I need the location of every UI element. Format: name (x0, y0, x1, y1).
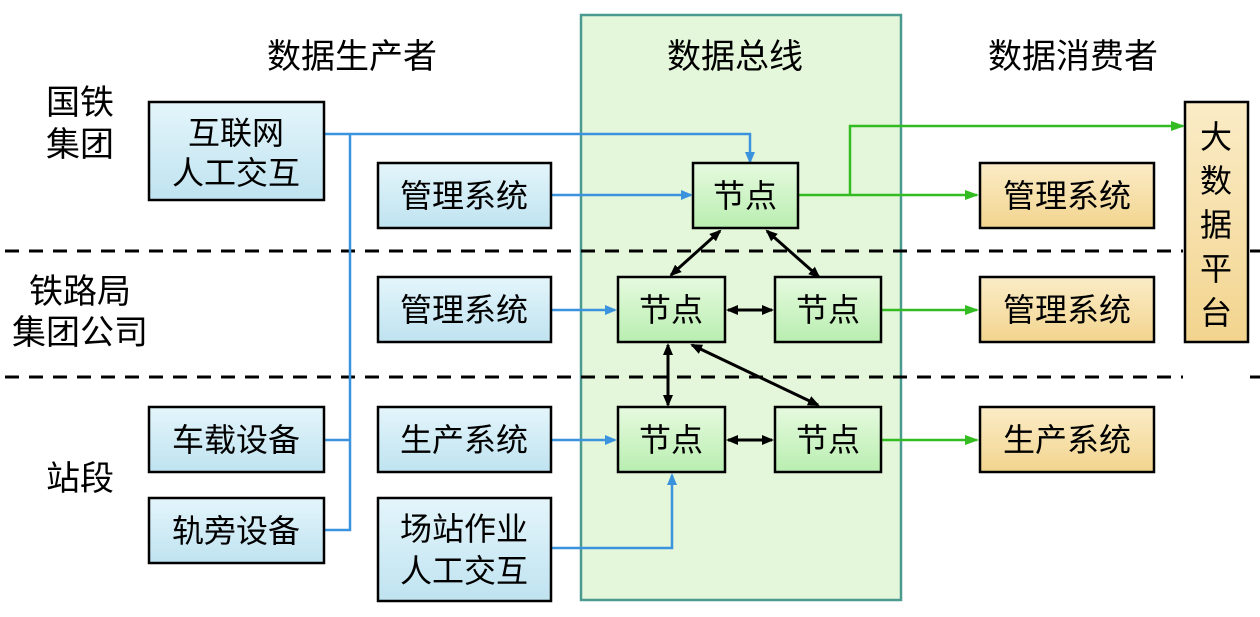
producer-mgmt-system-mid: 管理系统 (376, 275, 553, 344)
node-mid-right: 节点 (773, 275, 883, 344)
producer-vehicle-label: 车载设备 (172, 421, 300, 459)
level-label-bureau-line1: 铁路局 (29, 272, 131, 312)
consumer-mgmt-system-mid: 管理系统 (978, 275, 1156, 344)
bigdata-char-4: 平 (1200, 250, 1232, 288)
link-midleft-bottomright (690, 343, 820, 407)
header-bus: 数据总线 (667, 37, 803, 77)
level-label-bureau-line2: 集团公司 (12, 313, 148, 353)
bigdata-char-1: 大 (1200, 118, 1232, 156)
node-bottom-left-label: 节点 (639, 421, 703, 459)
producer-internet-interaction: 互联网 人工交互 (147, 100, 326, 202)
bigdata-char-2: 数 (1200, 162, 1232, 200)
level-label-station: 站段 (46, 459, 114, 499)
producer-yard-interaction: 场站作业 人工交互 (376, 496, 553, 603)
bigdata-char-5: 台 (1200, 294, 1232, 332)
node-bottom-left: 节点 (616, 405, 727, 474)
consumer-mgmt-top-label: 管理系统 (1003, 177, 1131, 215)
node-top-label: 节点 (713, 177, 777, 215)
producer-vehicle-equipment: 车载设备 (147, 405, 326, 474)
producer-internet-line2: 人工交互 (172, 154, 300, 192)
consumer-mgmt-mid-label: 管理系统 (1003, 291, 1131, 329)
bigdata-char-3: 据 (1200, 206, 1232, 244)
header-producer: 数据生产者 (267, 37, 437, 77)
level-label-group-line1: 国铁 (46, 83, 114, 123)
producer-yard-line1: 场站作业 (400, 510, 528, 548)
link-top-midright (765, 229, 821, 279)
node-mid-right-label: 节点 (796, 291, 860, 329)
node-top: 节点 (691, 161, 800, 230)
node-mid-left-label: 节点 (639, 291, 703, 329)
producer-mgmt-mid-label: 管理系统 (400, 291, 528, 329)
node-bottom-right-label: 节点 (796, 421, 860, 459)
consumer-production-system: 生产系统 (978, 405, 1156, 474)
consumer-big-data-platform: 大 数 据 平 台 (1183, 100, 1250, 344)
level-label-group-line2: 集团 (46, 125, 114, 165)
link-top-midleft (669, 229, 722, 277)
yard-to-node-arrow (551, 473, 677, 550)
node-mid-left: 节点 (616, 275, 727, 344)
producer-trackside-label: 轨旁设备 (172, 512, 300, 550)
node-bottom-right: 节点 (773, 405, 883, 474)
producer-mgmt-system-top: 管理系统 (376, 161, 553, 230)
producer-yard-line2: 人工交互 (400, 552, 528, 590)
producer-mgmt-top-label: 管理系统 (400, 177, 528, 215)
header-consumer: 数据消费者 (988, 37, 1158, 77)
consumer-mgmt-system-top: 管理系统 (978, 161, 1156, 230)
producer-trackside-equipment: 轨旁设备 (147, 496, 326, 565)
producer-production-label: 生产系统 (400, 421, 528, 459)
producer-trunk-line (324, 134, 352, 532)
producer-feed-line (324, 132, 755, 164)
producer-internet-line1: 互联网 (188, 114, 284, 152)
consumer-production-label: 生产系统 (1003, 421, 1131, 459)
producer-production-system: 生产系统 (376, 405, 553, 474)
node-to-bigdata-arrow (848, 121, 1185, 195)
